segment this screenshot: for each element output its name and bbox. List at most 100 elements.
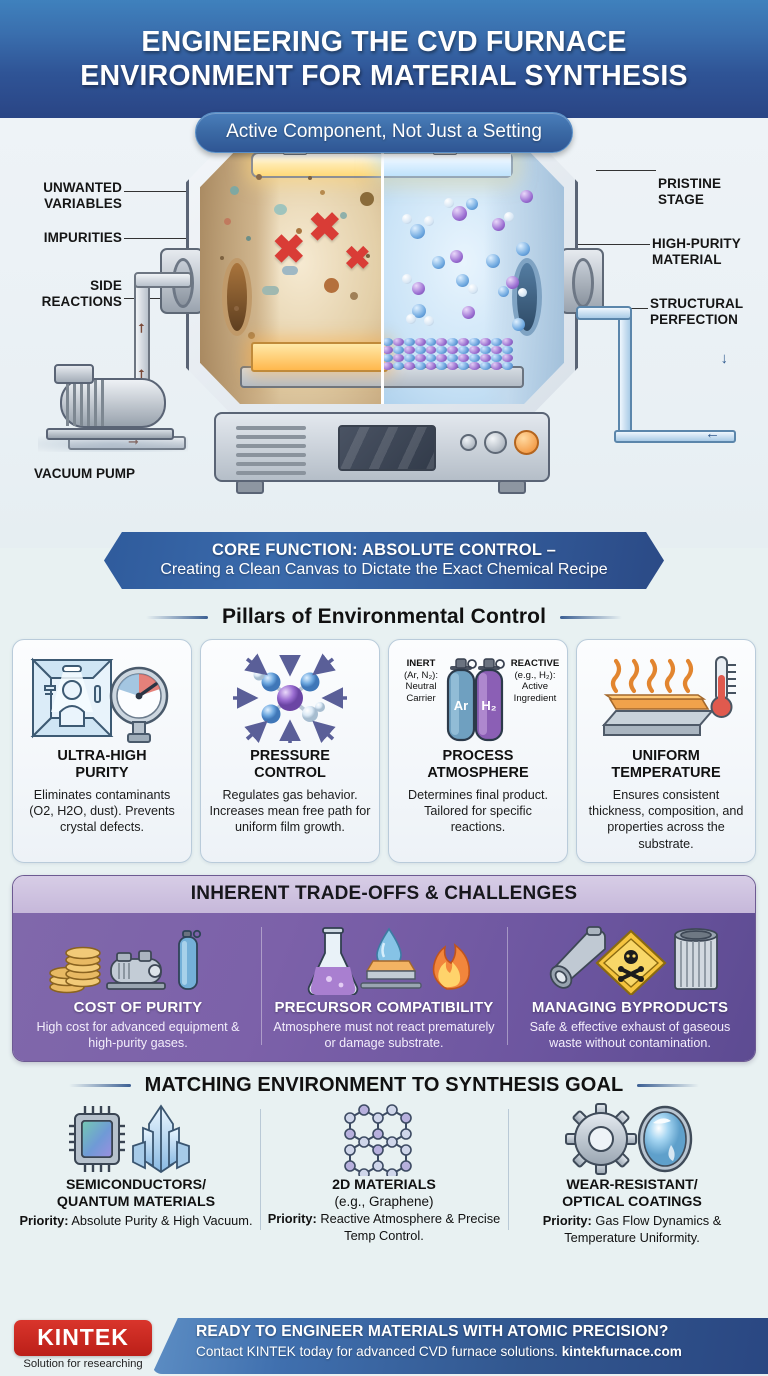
- footer-cta-text: Contact KINTEK today for advanced CVD fu…: [196, 1344, 562, 1359]
- leader-line-highpurity: [540, 244, 650, 245]
- matching-1-priority-text: Absolute Purity & High Vacuum.: [68, 1213, 253, 1229]
- matching-2-priority-label: Priority:: [267, 1211, 317, 1227]
- matching-col-wear-resistant[interactable]: WEAR-RESISTANT/ OPTICAL COATINGS Priorit…: [508, 1101, 756, 1246]
- pillar-card-pressure-control[interactable]: PRESSURE CONTROL Regulates gas behavior.…: [200, 639, 380, 863]
- contaminant-particle: [320, 190, 325, 195]
- reactive-sub1: (e.g., H₂):: [514, 669, 556, 681]
- gas-cylinders-icon: INERT (Ar, N₂): Neutral Carrier Ar: [396, 650, 560, 746]
- page-title: ENGINEERING THE CVD FURNACE ENVIRONMENT …: [0, 26, 768, 93]
- tradeoff-3-icons: [515, 921, 745, 995]
- page-footer: KINTEK Solution for researching READY TO…: [0, 1314, 768, 1376]
- matching-3-icons: [514, 1101, 750, 1177]
- matching-3-title: WEAR-RESISTANT/ OPTICAL COATINGS: [562, 1177, 702, 1211]
- tradeoff-1-title: COST OF PURITY: [73, 998, 203, 1016]
- core-function-banner: CORE FUNCTION: ABSOLUTE CONTROL – Creati…: [104, 532, 664, 589]
- kintek-logo-mark: KINTEK: [14, 1320, 152, 1356]
- rejection-x-mark: ✖: [308, 206, 342, 250]
- label-side-reactions: SIDE REACTIONS: [41, 278, 122, 310]
- core-function-line2: Creating a Clean Canvas to Dictate the E…: [160, 561, 608, 578]
- matching-2-priority-text: Reactive Atmosphere & Precise Temp Contr…: [316, 1211, 501, 1243]
- gas-inlet-pipe-vertical: [618, 312, 632, 438]
- tradeoff-2-icons: [269, 921, 499, 995]
- kintek-logo-tagline: Solution for researching: [23, 1358, 143, 1370]
- tradeoff-2-desc: Atmosphere must not react prematurely or…: [273, 1019, 495, 1051]
- cleanroom-gauge-icon: [20, 650, 184, 746]
- pump-motor-cap: [54, 364, 94, 384]
- pillar-2-title: PRESSURE CONTROL: [250, 748, 330, 782]
- matching-1-icons: [18, 1101, 254, 1177]
- tradeoff-cost-of-purity[interactable]: COST OF PURITY High cost for advanced eq…: [15, 921, 261, 1052]
- kintek-logo-text: KINTEK: [37, 1324, 129, 1350]
- exhaust-flow-arrow-up-icon: ➞: [133, 322, 149, 334]
- pillar-1-title: ULTRA-HIGH PURITY: [57, 748, 147, 782]
- chamber-viewport-left: [222, 258, 252, 336]
- furnace-chamber: ✖ ✖ ✖: [200, 146, 564, 404]
- core-function-line1: CORE FUNCTION: ABSOLUTE CONTROL –: [212, 541, 556, 559]
- power-indicator-button[interactable]: [514, 430, 539, 455]
- furnace-control-base: [214, 412, 550, 482]
- contaminant-particle: [282, 266, 298, 275]
- reactive-sub2: Active: [521, 681, 549, 692]
- label-pristine-stage: PRISTINE STAGE: [658, 176, 722, 208]
- gas-flow-arrow-down-icon: ↓: [720, 350, 729, 367]
- tradeoff-1-icons: [23, 921, 253, 995]
- tradeoff-managing-byproducts[interactable]: MANAGING BYPRODUCTS Safe & effective exh…: [507, 921, 753, 1052]
- furnace-foot-left: [236, 480, 264, 494]
- banner-notch: [369, 532, 399, 533]
- tradeoffs-panel: INHERENT TRADE-OFFS & CHALLENGES: [12, 874, 756, 1063]
- pillar-card-uniform-temperature[interactable]: UNIFORM TEMPERATURE Ensures consistent t…: [576, 639, 756, 863]
- inert-label: INERT: [406, 658, 436, 669]
- contaminant-particle: [340, 212, 347, 219]
- contaminant-particle: [324, 278, 339, 293]
- gas-inlet-pipe-elbow: [576, 306, 632, 320]
- footer-banner-background: [152, 1318, 768, 1374]
- page-header: ENGINEERING THE CVD FURNACE ENVIRONMENT …: [0, 0, 768, 118]
- contaminant-particle: [230, 186, 239, 195]
- footer-cta-url[interactable]: kintekfurnace.com: [561, 1344, 682, 1359]
- pump-base-foot: [46, 428, 174, 440]
- inert-sub1: (Ar, N₂):: [403, 669, 439, 681]
- label-structural-perfection: STRUCTURAL PERFECTION: [650, 296, 744, 328]
- contaminant-particle: [360, 192, 374, 206]
- gas-atom: [512, 318, 525, 331]
- contaminant-particle: [274, 204, 287, 215]
- matching-col-2d-materials[interactable]: 2D MATERIALS (e.g., Graphene) Priority: …: [260, 1101, 508, 1246]
- comparison-divider: [381, 146, 384, 404]
- control-knob-medium[interactable]: [484, 431, 507, 454]
- matching-col-semiconductors[interactable]: SEMICONDUCTORS/ QUANTUM MATERIALS Priori…: [12, 1101, 260, 1246]
- port-ring-right: [572, 258, 594, 308]
- contaminant-particle: [246, 236, 251, 241]
- tradeoff-precursor-compatibility[interactable]: PRECURSOR COMPATIBILITY Atmosphere must …: [261, 921, 507, 1052]
- furnace-foot-right: [498, 480, 526, 494]
- contaminant-particle: [262, 286, 279, 295]
- matching-3-priority: Priority: Gas Flow Dynamics & Temperatur…: [514, 1213, 750, 1246]
- control-display-screen[interactable]: [338, 425, 436, 471]
- pillars-card-row: ULTRA-HIGH PURITY Eliminates contaminant…: [0, 639, 768, 863]
- matching-rule-right: [637, 1084, 700, 1088]
- pillar-4-desc: Ensures consistent thickness, compositio…: [588, 788, 744, 851]
- matching-2-priority: Priority: Reactive Atmosphere & Precise …: [266, 1211, 502, 1244]
- footer-cta-headline: READY TO ENGINEER MATERIALS WITH ATOMIC …: [196, 1323, 669, 1340]
- tradeoff-1-desc: High cost for advanced equipment & high-…: [36, 1019, 240, 1051]
- subtitle-container: Active Component, Not Just a Setting: [0, 112, 768, 153]
- furnace-diagram: UNWANTED VARIABLES IMPURITIES SIDE REACT…: [0, 118, 768, 548]
- control-knob-small[interactable]: [460, 434, 477, 451]
- leader-line-unwanted: [124, 191, 220, 192]
- tradeoff-3-title: MANAGING BYPRODUCTS: [531, 998, 729, 1016]
- reactive-label: REACTIVE: [510, 658, 560, 669]
- pillar-card-ultra-high-purity[interactable]: ULTRA-HIGH PURITY Eliminates contaminant…: [12, 639, 192, 863]
- kintek-logo[interactable]: KINTEK Solution for researching: [14, 1320, 152, 1370]
- pump-body: [60, 378, 166, 428]
- label-impurities: IMPURITIES: [43, 230, 122, 245]
- exhaust-flow-arrow-icon: ➞: [128, 434, 139, 450]
- pillar-card-process-atmosphere[interactable]: INERT (Ar, N₂): Neutral Carrier Ar: [388, 639, 568, 863]
- contaminant-particle: [224, 218, 231, 225]
- rejection-x-mark: ✖: [344, 240, 371, 276]
- tradeoffs-title: INHERENT TRADE-OFFS & CHALLENGES: [190, 882, 578, 904]
- matching-2-icons: [266, 1101, 502, 1177]
- rule-right: [560, 615, 623, 619]
- svg-text:H₂: H₂: [481, 698, 496, 713]
- furnace-port-right: [560, 248, 604, 314]
- molecule-pressure-icon: [208, 650, 372, 746]
- contaminant-particle: [234, 306, 239, 311]
